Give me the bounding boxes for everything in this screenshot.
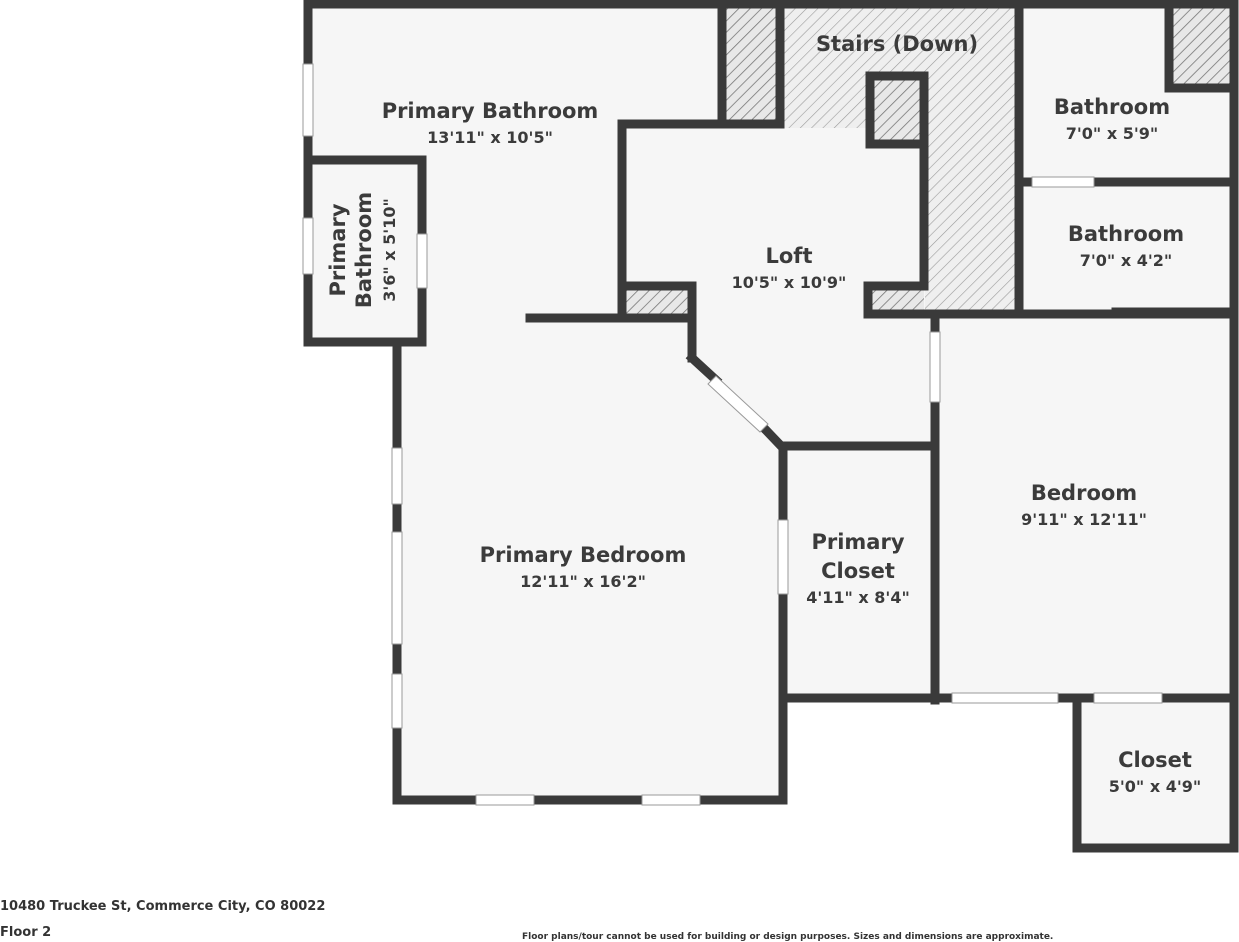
- property-address: 10480 Truckee St, Commerce City, CO 8002…: [0, 899, 326, 914]
- door-loft-bedroom: [929, 331, 941, 403]
- closet-dims: 5'0" x 4'9": [1109, 777, 1201, 796]
- door-small-bath: [416, 233, 428, 289]
- small-bath-name-line1: Primary: [326, 203, 350, 296]
- hatched-areas: [624, 8, 1231, 316]
- windows: [302, 63, 1163, 806]
- shaft-3: [1171, 8, 1231, 88]
- loft-dims: 10'5" x 10'9": [732, 273, 847, 292]
- small-bath-dims: 3'6" x 5'10": [380, 198, 399, 302]
- window-bedroom-left-3: [391, 673, 403, 729]
- window-bedroom-bottom-2: [641, 794, 701, 806]
- door-bathroom-upper: [1031, 176, 1095, 188]
- shaft-2: [874, 78, 922, 142]
- window-primary-bath-left: [302, 63, 314, 137]
- bathroom-lower-dims: 7'0" x 4'2": [1080, 251, 1172, 270]
- shaft-5: [870, 288, 924, 312]
- window-bedroom-bottom-1: [475, 794, 535, 806]
- primary-bathroom-dims: 13'11" x 10'5": [427, 128, 553, 147]
- walls: [303, 0, 1239, 853]
- shaft-4: [624, 288, 690, 316]
- stairs-landing: [925, 74, 1019, 314]
- bathroom-upper-dims: 7'0" x 5'9": [1066, 124, 1158, 143]
- window-small-bath-left: [302, 217, 314, 275]
- door-diagonal: [707, 375, 769, 433]
- window-bedroom-bottom: [951, 692, 1059, 704]
- door-primary-closet: [777, 519, 789, 595]
- disclaimer: Floor plans/tour cannot be used for buil…: [522, 932, 1054, 942]
- bathroom-upper-name: Bathroom: [1054, 95, 1170, 119]
- primary-bedroom-name: Primary Bedroom: [480, 543, 687, 567]
- window-bedroom-left-1: [391, 447, 403, 505]
- closet-name: Closet: [1118, 748, 1192, 772]
- stairs-name: Stairs (Down): [816, 32, 978, 56]
- window-bedroom-left-2: [391, 531, 403, 645]
- room-labels: Primary Bathroom 13'11" x 10'5" Primary …: [326, 32, 1201, 796]
- primary-closet-name-line1: Primary: [811, 530, 904, 554]
- floor-label: Floor 2: [0, 925, 52, 940]
- primary-closet-name-line2: Closet: [821, 559, 895, 583]
- primary-bedroom-dims: 12'11" x 16'2": [520, 572, 646, 591]
- primary-closet-dims: 4'11" x 8'4": [806, 588, 910, 607]
- bathroom-lower-name: Bathroom: [1068, 222, 1184, 246]
- shaft-1: [724, 8, 780, 124]
- bedroom-dims: 9'11" x 12'11": [1021, 510, 1147, 529]
- primary-bathroom-name: Primary Bathroom: [382, 99, 599, 123]
- small-bath-name-line2: Bathroom: [352, 192, 376, 308]
- door-closet: [1093, 692, 1163, 704]
- bedroom-name: Bedroom: [1031, 481, 1137, 505]
- loft-name: Loft: [766, 244, 813, 268]
